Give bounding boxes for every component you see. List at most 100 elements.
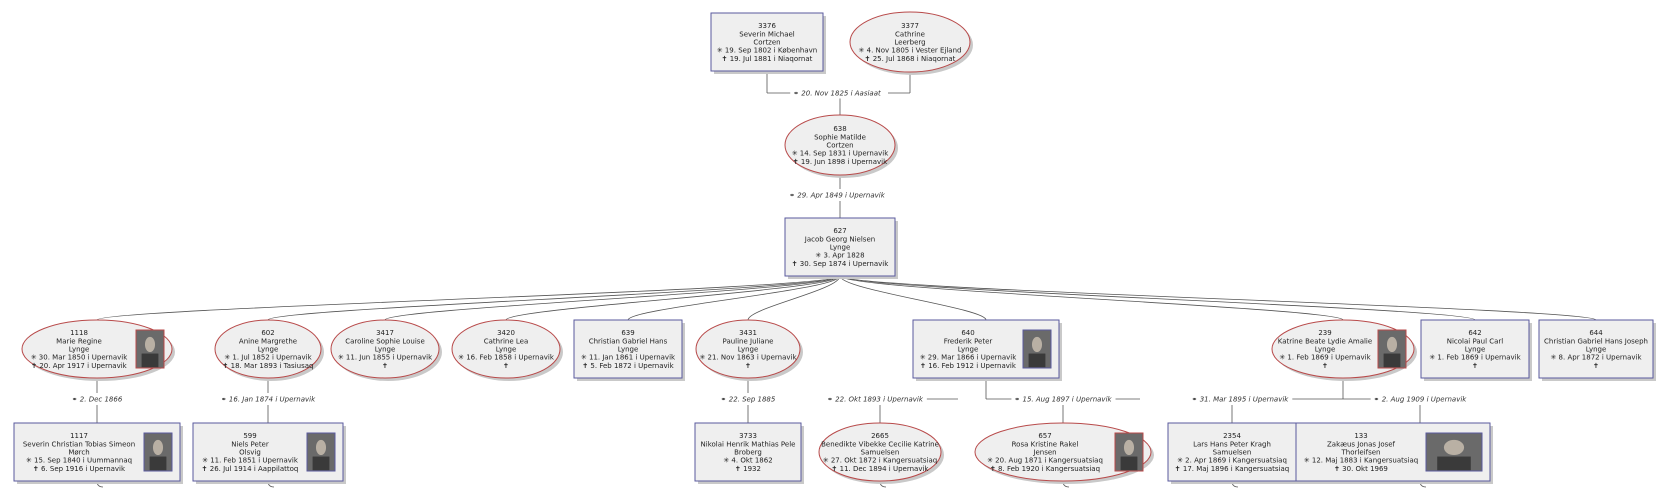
person-id: 3376: [758, 22, 776, 30]
person-birth: ✳ 11. Feb 1851 i Upernavik: [202, 457, 299, 465]
person-id: 627: [833, 227, 846, 235]
person-birth: ✳ 1. Jul 1852 i Upernavik: [224, 354, 312, 362]
person-surname: Lynge: [1465, 346, 1486, 354]
marriage-label-bg: [790, 88, 885, 99]
person-surname: Samuelsen: [1213, 449, 1252, 457]
connector-lines: [96, 71, 1597, 488]
person-id: 3420: [497, 329, 515, 337]
marriage-date-label: ⚭ 31. Mar 1895 i Upernavik: [1192, 396, 1290, 404]
person-box: [1420, 319, 1530, 379]
person-death: ✝ 30. Sep 1874 i Upernavik: [792, 260, 890, 268]
person-death: ✝ 8. Feb 1920 i Kangersuatsiaq: [990, 465, 1100, 473]
person-surname: Lynge: [738, 346, 759, 354]
photo-body: [149, 456, 167, 471]
person-given-names: Zakæus Jonas Josef: [1327, 440, 1396, 448]
person-death: ✝ 16. Feb 1912 i Upernavik: [920, 362, 1017, 370]
person-id: 640: [961, 329, 974, 337]
person-surname: Mørch: [68, 449, 89, 457]
photo-face: [1031, 336, 1043, 353]
marriage-label-bg: [786, 190, 889, 201]
portrait-photo: [143, 432, 173, 472]
person-surname: Lynge: [618, 346, 639, 354]
child-link-640: [839, 275, 987, 321]
person-given-names: Niels Peter: [231, 440, 269, 448]
marriage-date-label: ⚭ 22. Sep 1885: [721, 396, 776, 404]
person-ellipse: [21, 319, 173, 379]
person-death: ✝ 1932: [735, 465, 761, 473]
person-birth: ✳ 16. Feb 1858 i Upernavik: [458, 354, 555, 362]
person-ellipse: [974, 422, 1152, 482]
person-birth: ✳ 11. Jun 1855 i Upernavik: [338, 354, 433, 362]
portrait-photo: [1377, 329, 1407, 369]
person-birth: ✳ 3. Apr 1828: [815, 252, 864, 260]
marriage-date-label: ⚭ 29. Apr 1849 i Upernavik: [789, 192, 886, 200]
marriage-label-bg: [1188, 394, 1293, 405]
person-surname: Broberg: [734, 449, 762, 457]
person-birth: ✳ 19. Sep 1802 i København: [717, 47, 817, 55]
person-id: 133: [1354, 432, 1367, 440]
person-birth: ✳ 21. Nov 1863 i Upernavik: [699, 354, 797, 362]
person-birth: ✳ 14. Sep 1831 i Upernavik: [792, 150, 890, 158]
person-id: 1118: [70, 329, 88, 337]
person-surname: Lynge: [375, 346, 396, 354]
person-id: 3431: [739, 329, 757, 337]
person-birth: ✳ 12. Maj 1883 i Kangersuatsiaq: [1304, 457, 1418, 465]
person-box: [1167, 422, 1297, 482]
marriage-date-label: ⚭ 20. Nov 1825 i Aasiaat: [793, 90, 881, 98]
person-given-names: Cathrine: [895, 30, 925, 38]
person-death: ✝ 20. Apr 1917 i Upernavik: [31, 362, 127, 370]
portrait-photo: [306, 432, 336, 472]
person-surname: Lynge: [1315, 346, 1336, 354]
marriage-label-bg: [217, 394, 320, 405]
photo-body: [312, 456, 330, 471]
person-birth: ✳ 15. Sep 1840 i Uummannaq: [26, 457, 132, 465]
person-given-names: Marie Regine: [56, 337, 102, 345]
person-given-names: Jacob Georg Nielsen: [804, 235, 875, 243]
photo-face: [152, 439, 164, 456]
person-death: ✝ 26. Jul 1914 i Aappilattoq: [202, 465, 299, 473]
person-id: 638: [833, 125, 846, 133]
person-given-names: Cathrine Lea: [484, 337, 529, 345]
person-ellipse: [818, 422, 942, 482]
person-given-names: Nicolai Paul Carl: [1447, 337, 1504, 345]
person-ellipse: [214, 319, 322, 379]
person-ellipse: [330, 319, 440, 379]
photo-body: [1437, 456, 1471, 471]
marriage-label-bg: [824, 394, 927, 405]
person-box: [710, 12, 824, 72]
person-death: ✝ 25. Jul 1868 i Niaqornat: [865, 55, 956, 63]
person-id: 3417: [376, 329, 394, 337]
person-given-names: Nikolai Henrik Mathias Pele: [701, 440, 796, 448]
person-birth: ✳ 20. Aug 1871 i Kangersuatsiaq: [987, 457, 1103, 465]
person-birth: ✳ 27. Okt 1872 i Kangersuatsiaq: [823, 457, 937, 465]
person-id: 602: [261, 329, 274, 337]
marriage-label-bg: [717, 394, 779, 405]
photo-face: [144, 336, 156, 353]
marriage-label-bg: [68, 394, 126, 405]
photo-body: [141, 353, 159, 368]
marriage-date-label: ⚭ 2. Dec 1866: [72, 396, 123, 404]
